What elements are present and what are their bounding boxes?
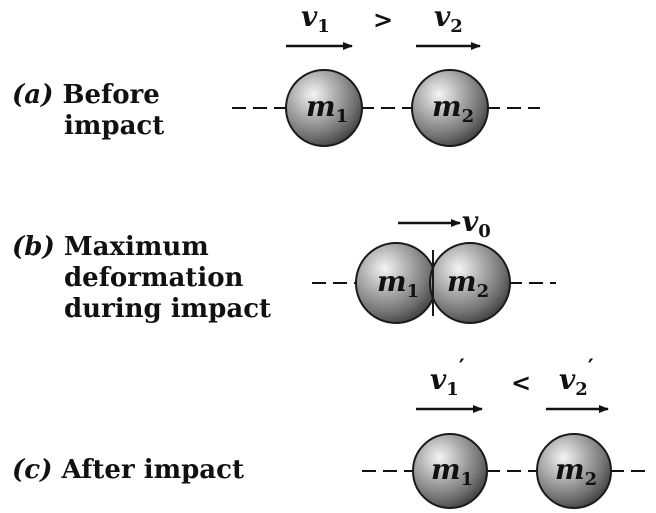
- panel-a-line-1: Before: [62, 80, 160, 110]
- mass-m1-a: m1: [306, 90, 348, 127]
- panel-b-label: (b) Maximum deformation during impact: [12, 232, 271, 325]
- panel-b-tag: (b): [12, 232, 55, 262]
- velocity-v2-prime-c: v2′: [559, 355, 594, 400]
- ball-m1-a: [285, 69, 363, 147]
- panel-c-tag: (c): [12, 455, 53, 485]
- panel-a-diagram: m1 m2 v1 > v2: [232, 0, 540, 147]
- panel-c-label: (c) After impact: [12, 455, 244, 486]
- ball-m2-c: [536, 433, 612, 509]
- mass-m2-c: m2: [555, 453, 597, 490]
- panel-b-diagram: m1 m2 v0: [312, 205, 556, 324]
- panel-b-line-2: deformation: [64, 263, 244, 293]
- panel-c-diagram: m1 m2 v1′ < v2′: [362, 355, 652, 509]
- mass-m1-c: m1: [431, 453, 473, 490]
- panel-a-label: (a) Before impact: [12, 80, 164, 142]
- ball-m2-b: [429, 242, 511, 324]
- ball-m2-a: [411, 69, 489, 147]
- ball-m1-c: [412, 433, 488, 509]
- panel-b-line-1: Maximum: [63, 232, 209, 262]
- velocity-v0-b: v0: [462, 205, 491, 242]
- velocity-v1-a: v1: [301, 0, 330, 37]
- panel-a-tag: (a): [12, 80, 54, 110]
- mass-m2-b: m2: [447, 265, 489, 302]
- mass-m1-b: m1: [377, 265, 419, 302]
- panel-b-line-3: during impact: [64, 294, 272, 324]
- panel-c-line-1: After impact: [61, 455, 244, 485]
- velocity-v2-a: v2: [434, 0, 463, 37]
- panel-a-line-2: impact: [64, 111, 165, 141]
- relation-a: >: [373, 5, 393, 34]
- relation-c: <: [511, 368, 531, 397]
- mass-m2-a: m2: [432, 90, 474, 127]
- velocity-v1-prime-c: v1′: [430, 355, 465, 400]
